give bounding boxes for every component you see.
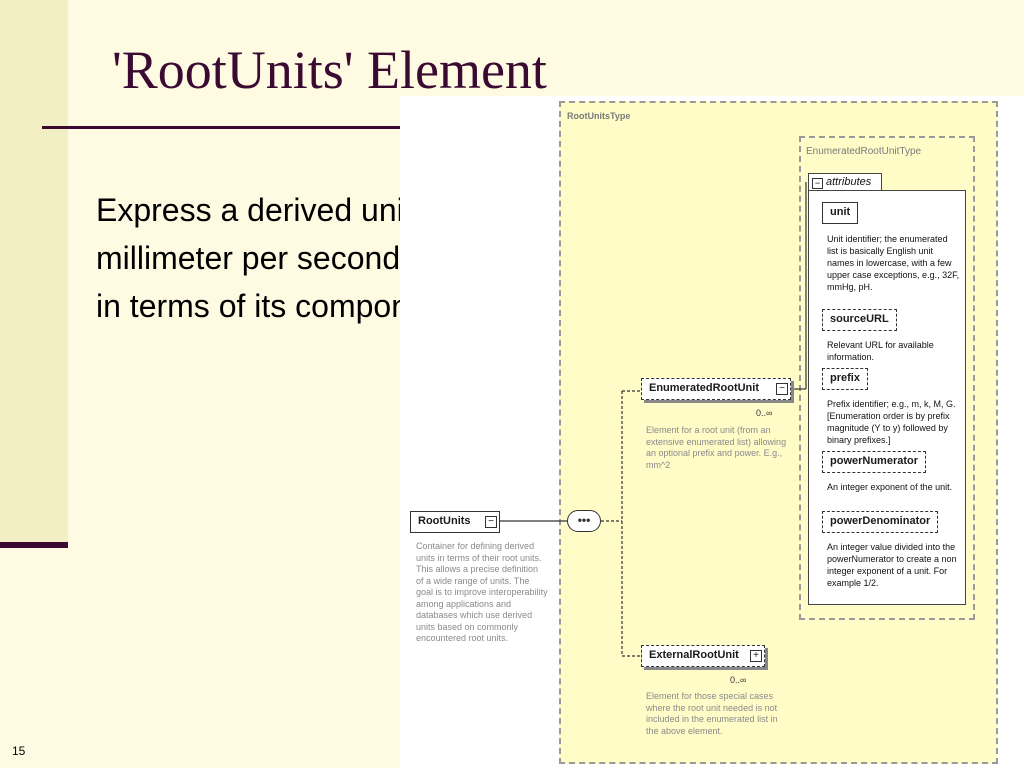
external-root-unit-cardinality: 0..∞ — [730, 675, 747, 685]
attribute-power-denominator[interactable]: powerDenominator — [822, 511, 939, 533]
root-units-name: RootUnits — [418, 515, 471, 527]
external-root-unit-element[interactable]: ExternalRootUnit + — [641, 645, 765, 667]
attribute-prefix-description: Prefix identifier; e.g., m, k, M, G. [En… — [827, 399, 956, 445]
root-units-element[interactable]: RootUnits − — [410, 511, 500, 533]
attribute-source-url-description: Relevant URL for available information. — [827, 340, 934, 362]
enumerated-root-unit-name: EnumeratedRootUnit — [649, 382, 759, 394]
collapse-icon[interactable]: − — [812, 178, 823, 189]
attributes-tab[interactable]: −attributes — [808, 173, 882, 190]
attribute-unit[interactable]: unit — [822, 202, 859, 224]
attribute-power-denominator-description: An integer value divided into the powerN… — [827, 542, 957, 588]
enumerated-root-unit-type-label: EnumeratedRootUnitType — [806, 146, 922, 157]
expand-icon[interactable]: + — [750, 650, 762, 662]
slide-number: 15 — [12, 744, 26, 758]
attribute-source-url[interactable]: sourceURL — [822, 309, 897, 331]
left-bar-accent — [0, 542, 68, 548]
external-root-unit-name: ExternalRootUnit — [649, 649, 739, 661]
slide-title: 'RootUnits' Element — [112, 40, 547, 100]
collapse-icon[interactable]: − — [776, 383, 788, 395]
left-decorative-bar — [0, 0, 68, 548]
collapse-icon[interactable]: − — [485, 516, 497, 528]
attribute-power-numerator-description: An integer exponent of the unit. — [827, 482, 953, 492]
sequence-compositor[interactable]: ••• — [567, 510, 601, 532]
root-units-description: Container for defining derived units in … — [416, 541, 548, 643]
attribute-prefix[interactable]: prefix — [822, 368, 868, 390]
enumerated-root-unit-description: Element for a root unit (from an extensi… — [646, 425, 787, 470]
attribute-unit-description: Unit identifier; the enumerated list is … — [827, 234, 960, 292]
attribute-power-numerator[interactable]: powerNumerator — [822, 451, 927, 473]
attributes-box — [808, 190, 966, 605]
external-root-unit-description: Element for those special cases where th… — [646, 691, 778, 736]
attributes-label: attributes — [826, 176, 872, 188]
enumerated-root-unit-cardinality: 0..∞ — [756, 408, 773, 418]
title-underline — [42, 126, 400, 129]
enumerated-root-unit-element[interactable]: EnumeratedRootUnit − — [641, 378, 791, 400]
root-units-type-label: RootUnitsType — [567, 111, 631, 121]
